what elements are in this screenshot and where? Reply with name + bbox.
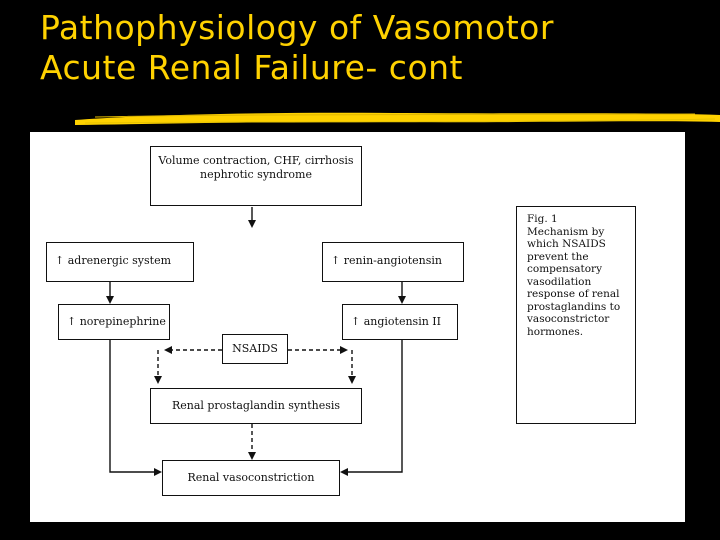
node-renal-vasoconstriction: Renal vasoconstriction <box>162 460 340 496</box>
node-nsaids: NSAIDS <box>222 334 288 364</box>
diagram-panel: Volume contraction, CHF, cirrhosis nephr… <box>30 132 685 522</box>
title-line-2: Acute Renal Failure- cont <box>40 48 463 87</box>
node-adrenergic-system: ↑ adrenergic system <box>46 242 194 282</box>
node-volume-contraction: Volume contraction, CHF, cirrhosis nephr… <box>150 146 362 206</box>
connector-norepinephrine-vasoconstriction <box>109 340 162 476</box>
figure-label: Fig. 1 <box>527 213 558 225</box>
title-line-1: Pathophysiology of Vasomotor <box>40 8 554 47</box>
node-norepinephrine: ↑ norepinephrine <box>58 304 170 340</box>
title-underline-brushstroke <box>75 112 720 125</box>
connector-angiotensin-vasoconstriction <box>340 340 403 476</box>
node-renin-angiotensin: ↑ renin-angiotensin <box>322 242 464 282</box>
slide-title: Pathophysiology of Vasomotor Acute Renal… <box>40 8 554 88</box>
node-angiotensin-ii: ↑ angiotensin II <box>342 304 458 340</box>
figure-caption-text: Mechanism by which NSAIDS prevent the co… <box>527 225 621 338</box>
figure-caption: Fig. 1 Mechanism by which NSAIDS prevent… <box>516 206 636 424</box>
node-renal-prostaglandin-synthesis: Renal prostaglandin synthesis <box>150 388 362 424</box>
diagram-connectors <box>106 207 406 476</box>
